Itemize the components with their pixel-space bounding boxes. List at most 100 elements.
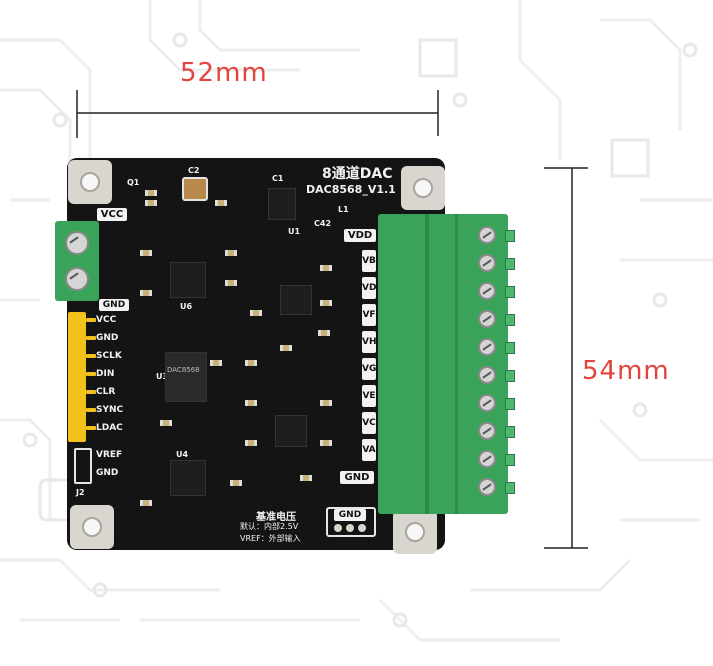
- capacitor-c2: [182, 177, 208, 201]
- label-l1: L1: [338, 205, 349, 214]
- terminal-divider: [455, 214, 458, 514]
- smd-component: [140, 290, 152, 296]
- dac-chip-marking: DAC8568: [167, 366, 200, 374]
- output-screw-10: [478, 478, 496, 496]
- header-pin-2: [86, 336, 96, 340]
- ic-u6: [170, 262, 206, 298]
- pin-label-gnd: GND: [96, 333, 119, 343]
- vcc-screw-2: [65, 267, 89, 291]
- wire-entry: [505, 342, 515, 354]
- smd-component: [225, 280, 237, 286]
- smd-component: [318, 330, 330, 336]
- width-dimension-label: 52mm: [180, 58, 268, 88]
- mounting-hole-top-left: [68, 160, 112, 204]
- header-pin-3: [86, 354, 96, 358]
- gnd-power-label: GND: [99, 299, 129, 311]
- channel-label-vd: VD: [362, 277, 376, 299]
- label-j2: J2: [76, 488, 85, 497]
- output-screw-8: [478, 422, 496, 440]
- smd-component: [145, 200, 157, 206]
- output-screw-7: [478, 394, 496, 412]
- wire-entry: [505, 370, 515, 382]
- label-u3: U3: [156, 372, 169, 381]
- pin-label-sync: SYNC: [96, 405, 124, 415]
- vcc-power-label: VCC: [97, 208, 127, 221]
- output-screw-9: [478, 450, 496, 468]
- regulator-chip: [268, 188, 296, 220]
- channel-label-vh: VH: [362, 331, 377, 353]
- smd-component: [140, 250, 152, 256]
- vref-note-default: 默认：内部2.5V: [240, 522, 299, 531]
- label-c1: C1: [272, 174, 284, 183]
- pin-label-din: DIN: [96, 369, 115, 379]
- smd-component: [320, 440, 332, 446]
- channel-label-va: VA: [362, 439, 376, 461]
- ic-reference: [275, 415, 307, 447]
- pin-header: [68, 312, 86, 442]
- header-pin-6: [86, 408, 96, 412]
- wire-entry: [505, 258, 515, 270]
- dac8568-chip: [165, 352, 207, 402]
- vref-gnd-label: GND: [96, 468, 119, 478]
- smd-component: [210, 360, 222, 366]
- wire-entry: [505, 482, 515, 494]
- vref-note-title: 基准电压: [256, 512, 296, 523]
- gnd-bottom-label: GND: [334, 509, 366, 521]
- ic-u1: [280, 285, 312, 315]
- output-screw-5: [478, 338, 496, 356]
- board-version: DAC8568_V1.1: [306, 183, 396, 196]
- channel-label-vf: VF: [362, 304, 376, 326]
- label-c2: C2: [188, 166, 200, 175]
- mounting-hole-top-right: [401, 166, 445, 210]
- smd-component: [320, 400, 332, 406]
- pin-label-clr: CLR: [96, 387, 116, 397]
- pin-label-sclk: SCLK: [96, 351, 122, 361]
- pin-label-ldac: LDAC: [96, 423, 123, 433]
- vref-note-external: VREF：外部输入: [240, 534, 301, 543]
- output-screw-3: [478, 282, 496, 300]
- vref-jumper: [74, 448, 92, 484]
- wire-entry: [505, 454, 515, 466]
- smd-component: [215, 200, 227, 206]
- label-u4: U4: [176, 450, 189, 459]
- gnd-pad: [358, 524, 366, 532]
- board-title: 8通道DAC: [322, 166, 393, 182]
- output-screw-6: [478, 366, 496, 384]
- smd-component: [300, 475, 312, 481]
- smd-component: [320, 300, 332, 306]
- smd-component: [320, 265, 332, 271]
- wire-entry: [505, 286, 515, 298]
- wire-entry: [505, 314, 515, 326]
- pin-label-vcc: VCC: [96, 315, 117, 325]
- label-c42: C42: [314, 219, 332, 228]
- output-screw-1: [478, 226, 496, 244]
- output-screw-4: [478, 310, 496, 328]
- smd-component: [145, 190, 157, 196]
- gnd-pad: [346, 524, 354, 532]
- channel-label-vg: VG: [362, 358, 376, 380]
- ic-u4: [170, 460, 206, 496]
- smd-component: [140, 500, 152, 506]
- label-u1: U1: [288, 227, 301, 236]
- header-pin-4: [86, 372, 96, 376]
- channel-label-ve: VE: [362, 385, 376, 407]
- smd-component: [230, 480, 242, 486]
- terminal-divider: [425, 214, 429, 514]
- smd-component: [245, 400, 257, 406]
- gnd-pad-group: [326, 507, 376, 537]
- vcc-screw-1: [65, 231, 89, 255]
- smd-component: [280, 345, 292, 351]
- height-dimension-label: 54mm: [582, 356, 670, 386]
- vref-label: VREF: [96, 450, 123, 460]
- smd-component: [225, 250, 237, 256]
- mounting-hole-bottom-left: [70, 505, 114, 549]
- channel-label-vc: VC: [362, 412, 376, 434]
- gnd-output-label: GND: [340, 471, 374, 484]
- vdd-label: VDD: [344, 229, 376, 242]
- wire-entry: [505, 398, 515, 410]
- header-pin-1: [86, 318, 96, 322]
- output-screw-2: [478, 254, 496, 272]
- label-q1: Q1: [127, 178, 140, 187]
